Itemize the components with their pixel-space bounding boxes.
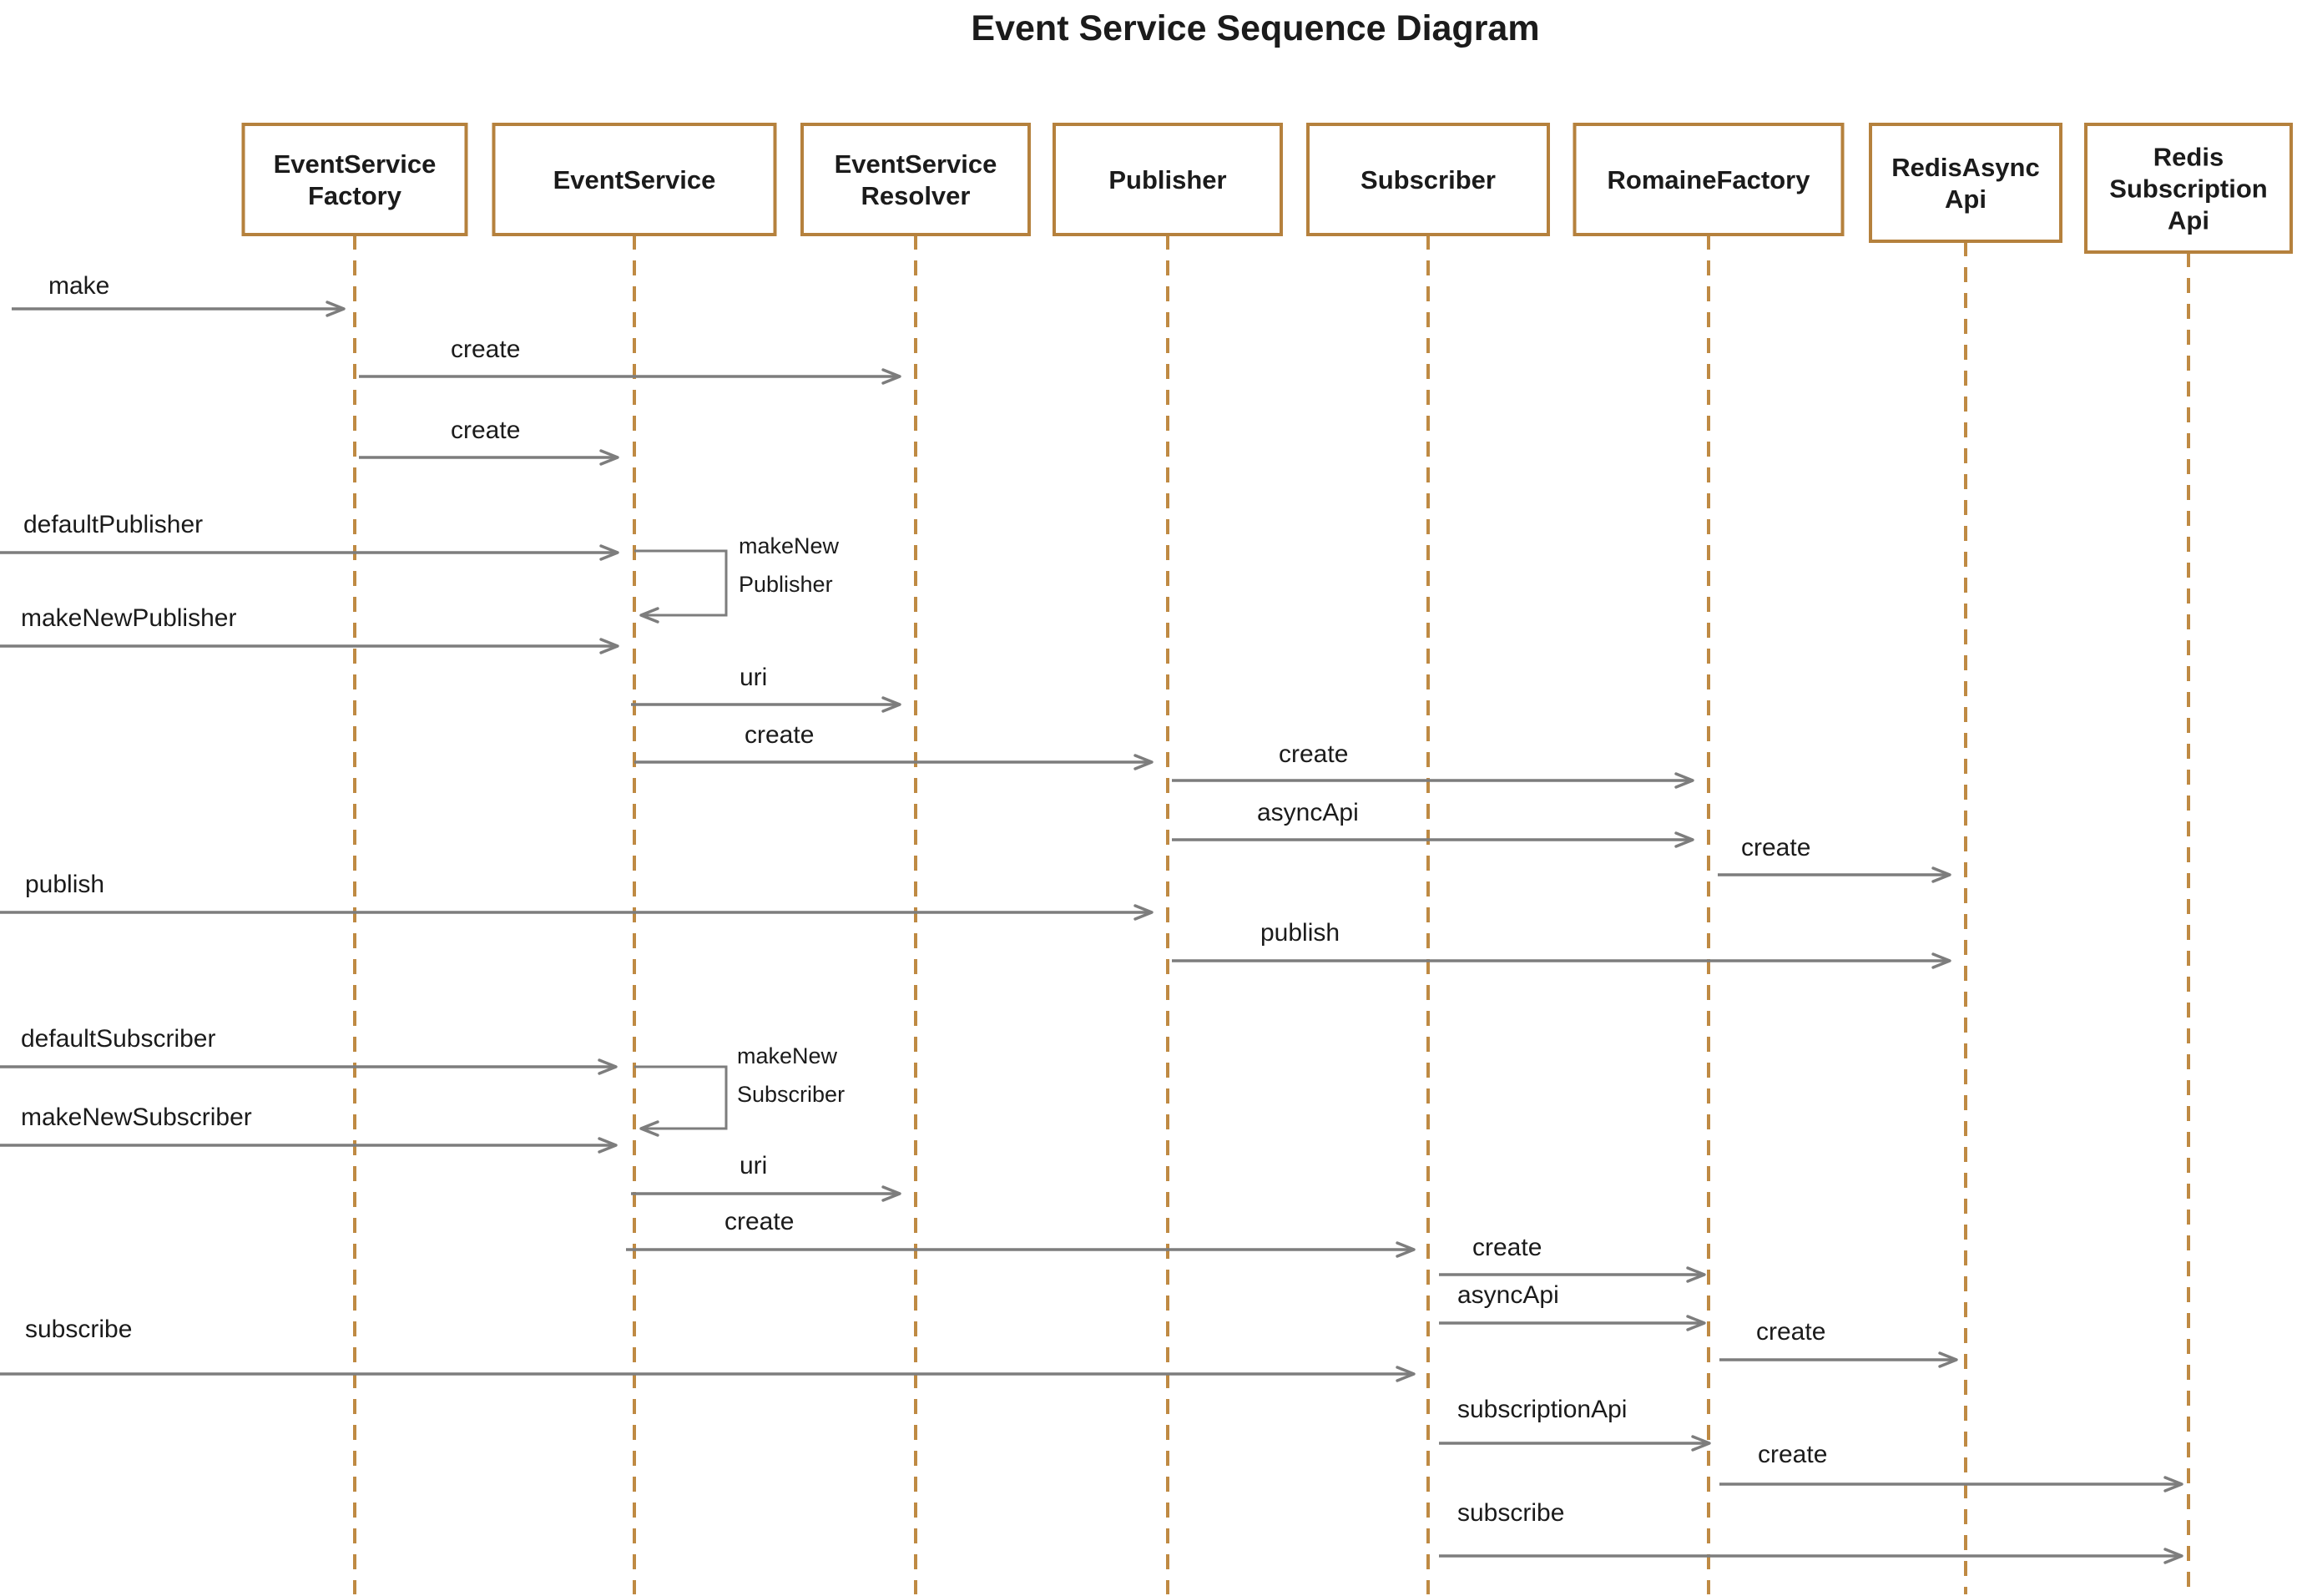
actor-label-event-service-factory: Factory	[308, 181, 402, 210]
actor-label-romaine-factory: RomaineFactory	[1608, 165, 1811, 194]
message-label-10-publish: publish	[25, 871, 104, 898]
actor-label-event-service-factory: EventService	[274, 149, 437, 179]
actor-label-redis-subscription-api: Subscription	[2109, 174, 2267, 204]
message-label-4-makeNewPublisher: makeNewPublisher	[21, 604, 236, 632]
actor-box-redis-async-api	[1869, 123, 2062, 243]
self-call-arrow-1	[634, 1065, 728, 1137]
actor-label-event-service: EventService	[553, 165, 716, 194]
self-call-label-1-1: Subscriber	[737, 1082, 845, 1107]
message-label-21-create: create	[1758, 1441, 1827, 1468]
actor-label-publisher: Publisher	[1108, 165, 1226, 194]
message-label-14-uri: uri	[740, 1152, 767, 1179]
message-label-17-asyncApi: asyncApi	[1457, 1281, 1559, 1309]
actor-label-redis-async-api: RedisAsync	[1891, 153, 2039, 182]
message-label-13-makeNewSubscriber: makeNewSubscriber	[21, 1104, 252, 1131]
self-call-label-0-0: makeNew	[739, 533, 840, 558]
message-label-19-subscribe: subscribe	[25, 1316, 132, 1343]
message-label-3-defaultPublisher: defaultPublisher	[23, 511, 203, 538]
message-label-12-defaultSubscriber: defaultSubscriber	[21, 1025, 215, 1053]
self-call-arrow-0	[634, 549, 728, 624]
message-label-5-uri: uri	[740, 664, 767, 691]
actor-box-event-service	[492, 123, 777, 236]
message-label-16-create: create	[1472, 1234, 1542, 1261]
message-label-11-publish: publish	[1260, 919, 1340, 947]
message-label-1-create: create	[451, 336, 520, 363]
actor-label-event-service-resolver: Resolver	[861, 181, 971, 210]
message-label-2-create: create	[451, 417, 520, 444]
message-label-6-create: create	[745, 721, 814, 749]
actor-box-romaine-factory	[1573, 123, 1845, 236]
message-label-20-subscriptionApi: subscriptionApi	[1457, 1396, 1627, 1423]
actor-label-redis-subscription-api: Api	[2168, 206, 2209, 235]
self-call-label-1-0: makeNew	[737, 1043, 838, 1068]
actor-label-redis-async-api: Api	[1945, 184, 1987, 214]
actor-box-publisher	[1053, 123, 1283, 236]
actor-label-event-service-resolver: EventService	[835, 149, 997, 179]
diagram-title: Event Service Sequence Diagram	[971, 8, 1540, 48]
actor-box-redis-subscription-api	[2084, 123, 2293, 254]
actor-label-subscriber: Subscriber	[1361, 165, 1496, 194]
message-label-22-subscribe: subscribe	[1457, 1499, 1564, 1527]
self-call-label-0-1: Publisher	[739, 572, 833, 597]
message-label-15-create: create	[724, 1208, 794, 1235]
message-label-9-create: create	[1741, 834, 1810, 861]
actor-box-event-service-resolver	[800, 123, 1031, 236]
message-label-7-create: create	[1279, 740, 1348, 768]
message-label-18-create: create	[1756, 1318, 1825, 1346]
message-label-8-asyncApi: asyncApi	[1257, 799, 1359, 826]
message-label-0-make: make	[48, 272, 109, 300]
actor-label-redis-subscription-api: Redis	[2153, 143, 2224, 172]
actor-box-subscriber	[1306, 123, 1550, 236]
actor-box-event-service-factory	[241, 123, 468, 236]
